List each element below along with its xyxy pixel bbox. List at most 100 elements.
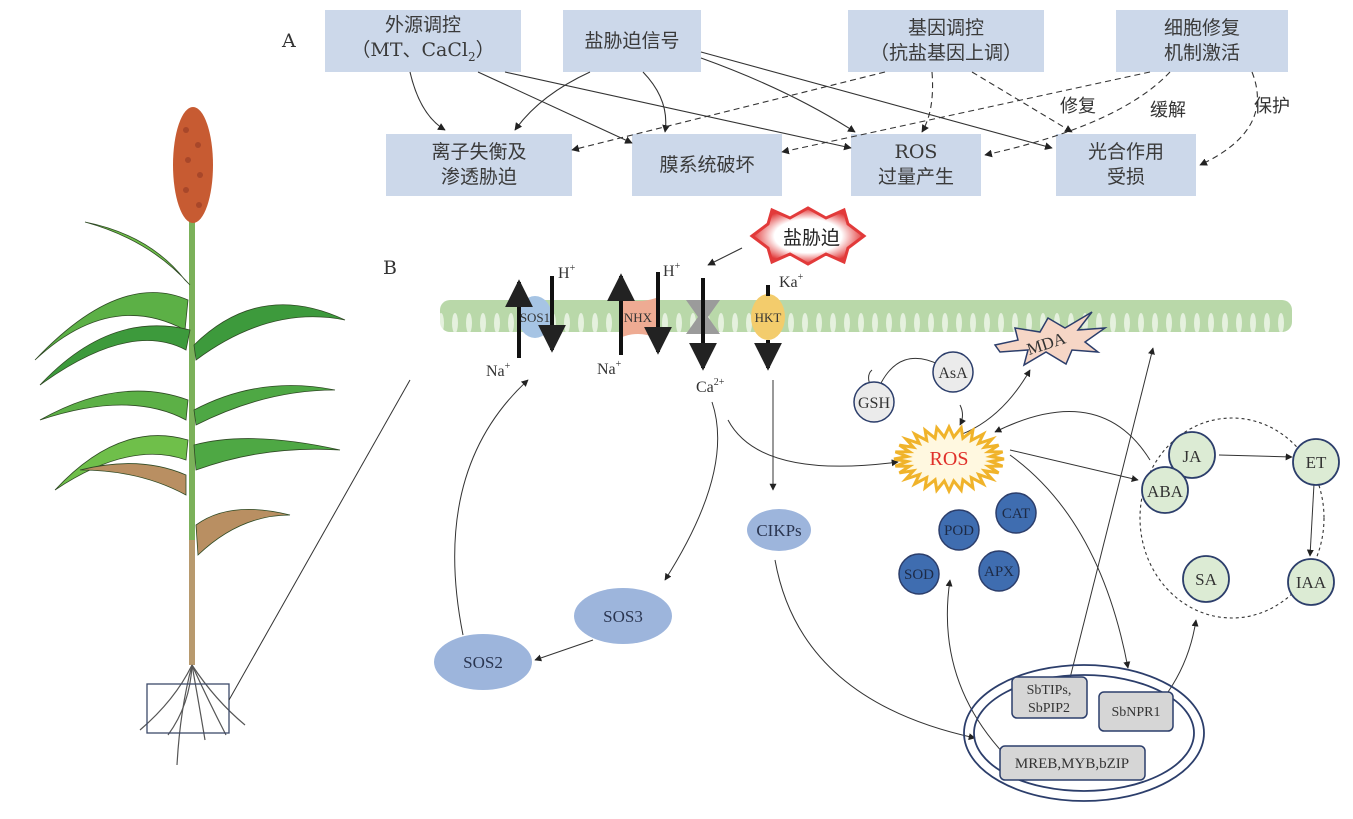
effect-photo-line2: 受损 — [1106, 166, 1145, 188]
transporter-labels: SOS1 NHX HKT — [520, 310, 782, 325]
label-sos1: SOS1 — [520, 310, 550, 325]
cause-gene-line1: 基因调控 — [907, 17, 984, 39]
cause-box-cell-repair: 细胞修复 机制激活 — [1116, 10, 1288, 72]
root-zoom-frame — [146, 683, 230, 734]
ion-labels: H+ H+ Na+ Na+ Ca2+ Ka+ — [486, 261, 804, 396]
label-sa: SA — [1195, 570, 1217, 589]
pod-node — [938, 509, 980, 551]
root-zoom-connector — [228, 379, 411, 701]
hormone-labels: JA ABA ET SA IAA — [1147, 447, 1327, 592]
cause-repair-line1: 细胞修复 — [1163, 17, 1240, 39]
gene-box-sbtips — [1011, 676, 1088, 719]
antioxidant-enzymes — [898, 492, 1037, 595]
effect-ros-line1: ROS — [894, 141, 938, 163]
cause-repair-line2: 机制激活 — [1163, 42, 1240, 64]
et-node — [1292, 438, 1340, 486]
edge-relieve-to-ros — [984, 71, 1171, 158]
arrow-ca-to-ros — [727, 419, 899, 467]
effect-ion-line2: 渗透胁迫 — [440, 166, 517, 188]
label-sos2: SOS2 — [463, 653, 503, 672]
membrane-flux-arrows — [505, 272, 782, 371]
edge-gene-to-ion — [571, 71, 886, 153]
asa-node — [932, 351, 974, 393]
label-aba: ABA — [1147, 482, 1184, 501]
label-sod: SOD — [904, 567, 934, 583]
hkt-transporter — [751, 294, 785, 340]
nucleus-gene-labels: SbTIPs, SbPIP2 SbNPR1 MREB,MYB,bZIP — [1015, 683, 1161, 772]
label-pod: POD — [944, 523, 974, 539]
arrow-ros-to-snpr1 — [1009, 454, 1131, 669]
label-sbtips: SbTIPs, — [1027, 683, 1072, 698]
ros-starburst-shape — [893, 423, 1005, 495]
effect-ion-line1: 离子失衡及 — [431, 141, 527, 163]
label-et: ET — [1306, 453, 1327, 472]
iaa-node — [1287, 558, 1335, 606]
cause-exogenous-line2-text: （MT、CaCl — [351, 38, 468, 61]
edge-exogenous-to-ros — [504, 71, 852, 151]
label-gsh: GSH — [858, 395, 890, 412]
label-apx: APX — [984, 564, 1014, 580]
sos-labels: SOS3 SOS2 CIKPs — [463, 521, 802, 672]
label-sos3: SOS3 — [603, 607, 643, 626]
nucleus-outer-membrane — [963, 664, 1205, 802]
arrow-sbtips-to-membrane — [1066, 347, 1155, 691]
sod-node — [898, 553, 940, 595]
sorghum-panicle — [173, 107, 213, 223]
panel-a-dashed-edges — [571, 71, 1258, 166]
ja-node — [1168, 431, 1216, 479]
enzyme-labels: POD CAT SOD APX — [904, 506, 1030, 583]
cause-salt-signal-text: 盐胁迫信号 — [584, 29, 680, 52]
edge-label-relieve: 缓解 — [1150, 100, 1186, 121]
arrow-ca-to-sos3 — [664, 401, 719, 581]
edge-exogenous-to-membrane — [477, 71, 633, 144]
apx-node — [978, 550, 1020, 592]
arrow-et-to-iaa — [1306, 483, 1315, 557]
effect-photo-line1: 光合作用 — [1087, 141, 1164, 163]
sos2-node — [434, 634, 532, 690]
label-ja: JA — [1183, 447, 1203, 466]
arrow-aba-to-ros — [994, 411, 1151, 461]
cell-membrane — [440, 300, 1292, 332]
gene-box-mreb-myb-bzip — [999, 745, 1146, 781]
ros-starburst — [893, 423, 1005, 495]
ion-na-1: Na+ — [486, 361, 511, 380]
label-mreb-myb-bzip: MREB,MYB,bZIP — [1015, 756, 1129, 772]
edge-label-protect: 保护 — [1254, 96, 1290, 117]
ion-ca: Ca2+ — [696, 377, 725, 396]
panel-label-b: B — [383, 257, 397, 279]
edge-signal-to-membrane — [642, 71, 670, 133]
cause-exogenous-line2: （MT、CaCl2） — [351, 38, 494, 70]
label-sbnpr1: SbNPR1 — [1111, 705, 1160, 720]
plant-leaves — [34, 221, 346, 556]
nucleus-gene-boxes — [999, 676, 1174, 781]
panel-b-arrows — [454, 347, 1315, 756]
aba-node — [1141, 466, 1189, 514]
label-cikps: CIKPs — [756, 521, 801, 540]
edge-signal-to-ion — [514, 71, 591, 131]
label-iaa: IAA — [1296, 573, 1327, 592]
salt-stress-label: 盐胁迫 — [783, 227, 841, 249]
edge-protect-to-photosynthesis — [1199, 71, 1258, 166]
edge-label-repair: 修复 — [1060, 96, 1096, 117]
cause-exogenous-line2-end: ） — [475, 38, 495, 61]
ion-h-1: H+ — [558, 263, 576, 282]
panel-a-solid-edges — [409, 51, 1053, 151]
effect-box-membrane-damage: 膜系统破坏 — [632, 134, 782, 196]
edge-repair-to-membrane — [781, 71, 1151, 155]
arrow-asa-to-ros — [959, 404, 966, 426]
gene-box-sbnpr1 — [1098, 691, 1174, 732]
arrow-ja-to-et — [1218, 453, 1293, 461]
label-hkt: HKT — [755, 310, 782, 325]
gsh-node — [853, 381, 895, 423]
edge-signal-to-ros — [700, 57, 856, 133]
cause-box-gene-regulation: 基因调控 （抗盐基因上调） — [848, 10, 1044, 72]
label-ros: ROS — [930, 448, 969, 470]
cause-exogenous-line1: 外源调控 — [384, 13, 461, 36]
cikps-node — [747, 509, 811, 551]
arrow-ros-to-aba — [1009, 449, 1139, 482]
label-asa: AsA — [938, 365, 968, 382]
effect-membrane-text: 膜系统破坏 — [659, 153, 755, 176]
sa-node — [1182, 555, 1230, 603]
edge-gene-to-ros — [921, 71, 934, 133]
glutathione-cycle-top — [879, 357, 941, 386]
